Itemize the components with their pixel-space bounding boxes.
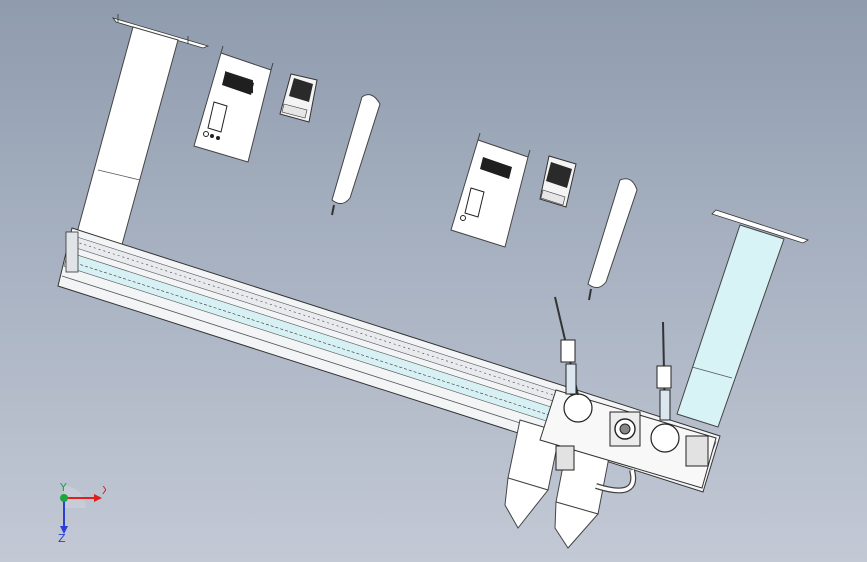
control-cabinet-right[interactable] xyxy=(450,132,531,248)
coordinate-triad: X Y Z xyxy=(58,482,106,544)
gas-cylinder-left[interactable] xyxy=(331,94,381,216)
x-axis-label: X xyxy=(102,484,106,497)
x-axis-arrow xyxy=(94,494,102,502)
torch-right[interactable] xyxy=(656,321,672,421)
gas-cylinder-right[interactable] xyxy=(587,178,638,301)
welding-carriage[interactable] xyxy=(539,389,717,489)
left-support-column[interactable] xyxy=(74,14,210,253)
torch-left[interactable] xyxy=(554,296,579,396)
z-axis-label: Z xyxy=(58,532,66,544)
right-support-column[interactable] xyxy=(676,209,809,428)
y-axis-point xyxy=(60,494,68,502)
cooling-fan-unit-left[interactable] xyxy=(279,73,318,123)
cooling-fan-unit-right[interactable] xyxy=(539,155,577,208)
y-axis-label: Y xyxy=(59,482,67,494)
control-cabinet-left[interactable] xyxy=(193,45,274,163)
z-axis-arrow xyxy=(60,526,68,534)
